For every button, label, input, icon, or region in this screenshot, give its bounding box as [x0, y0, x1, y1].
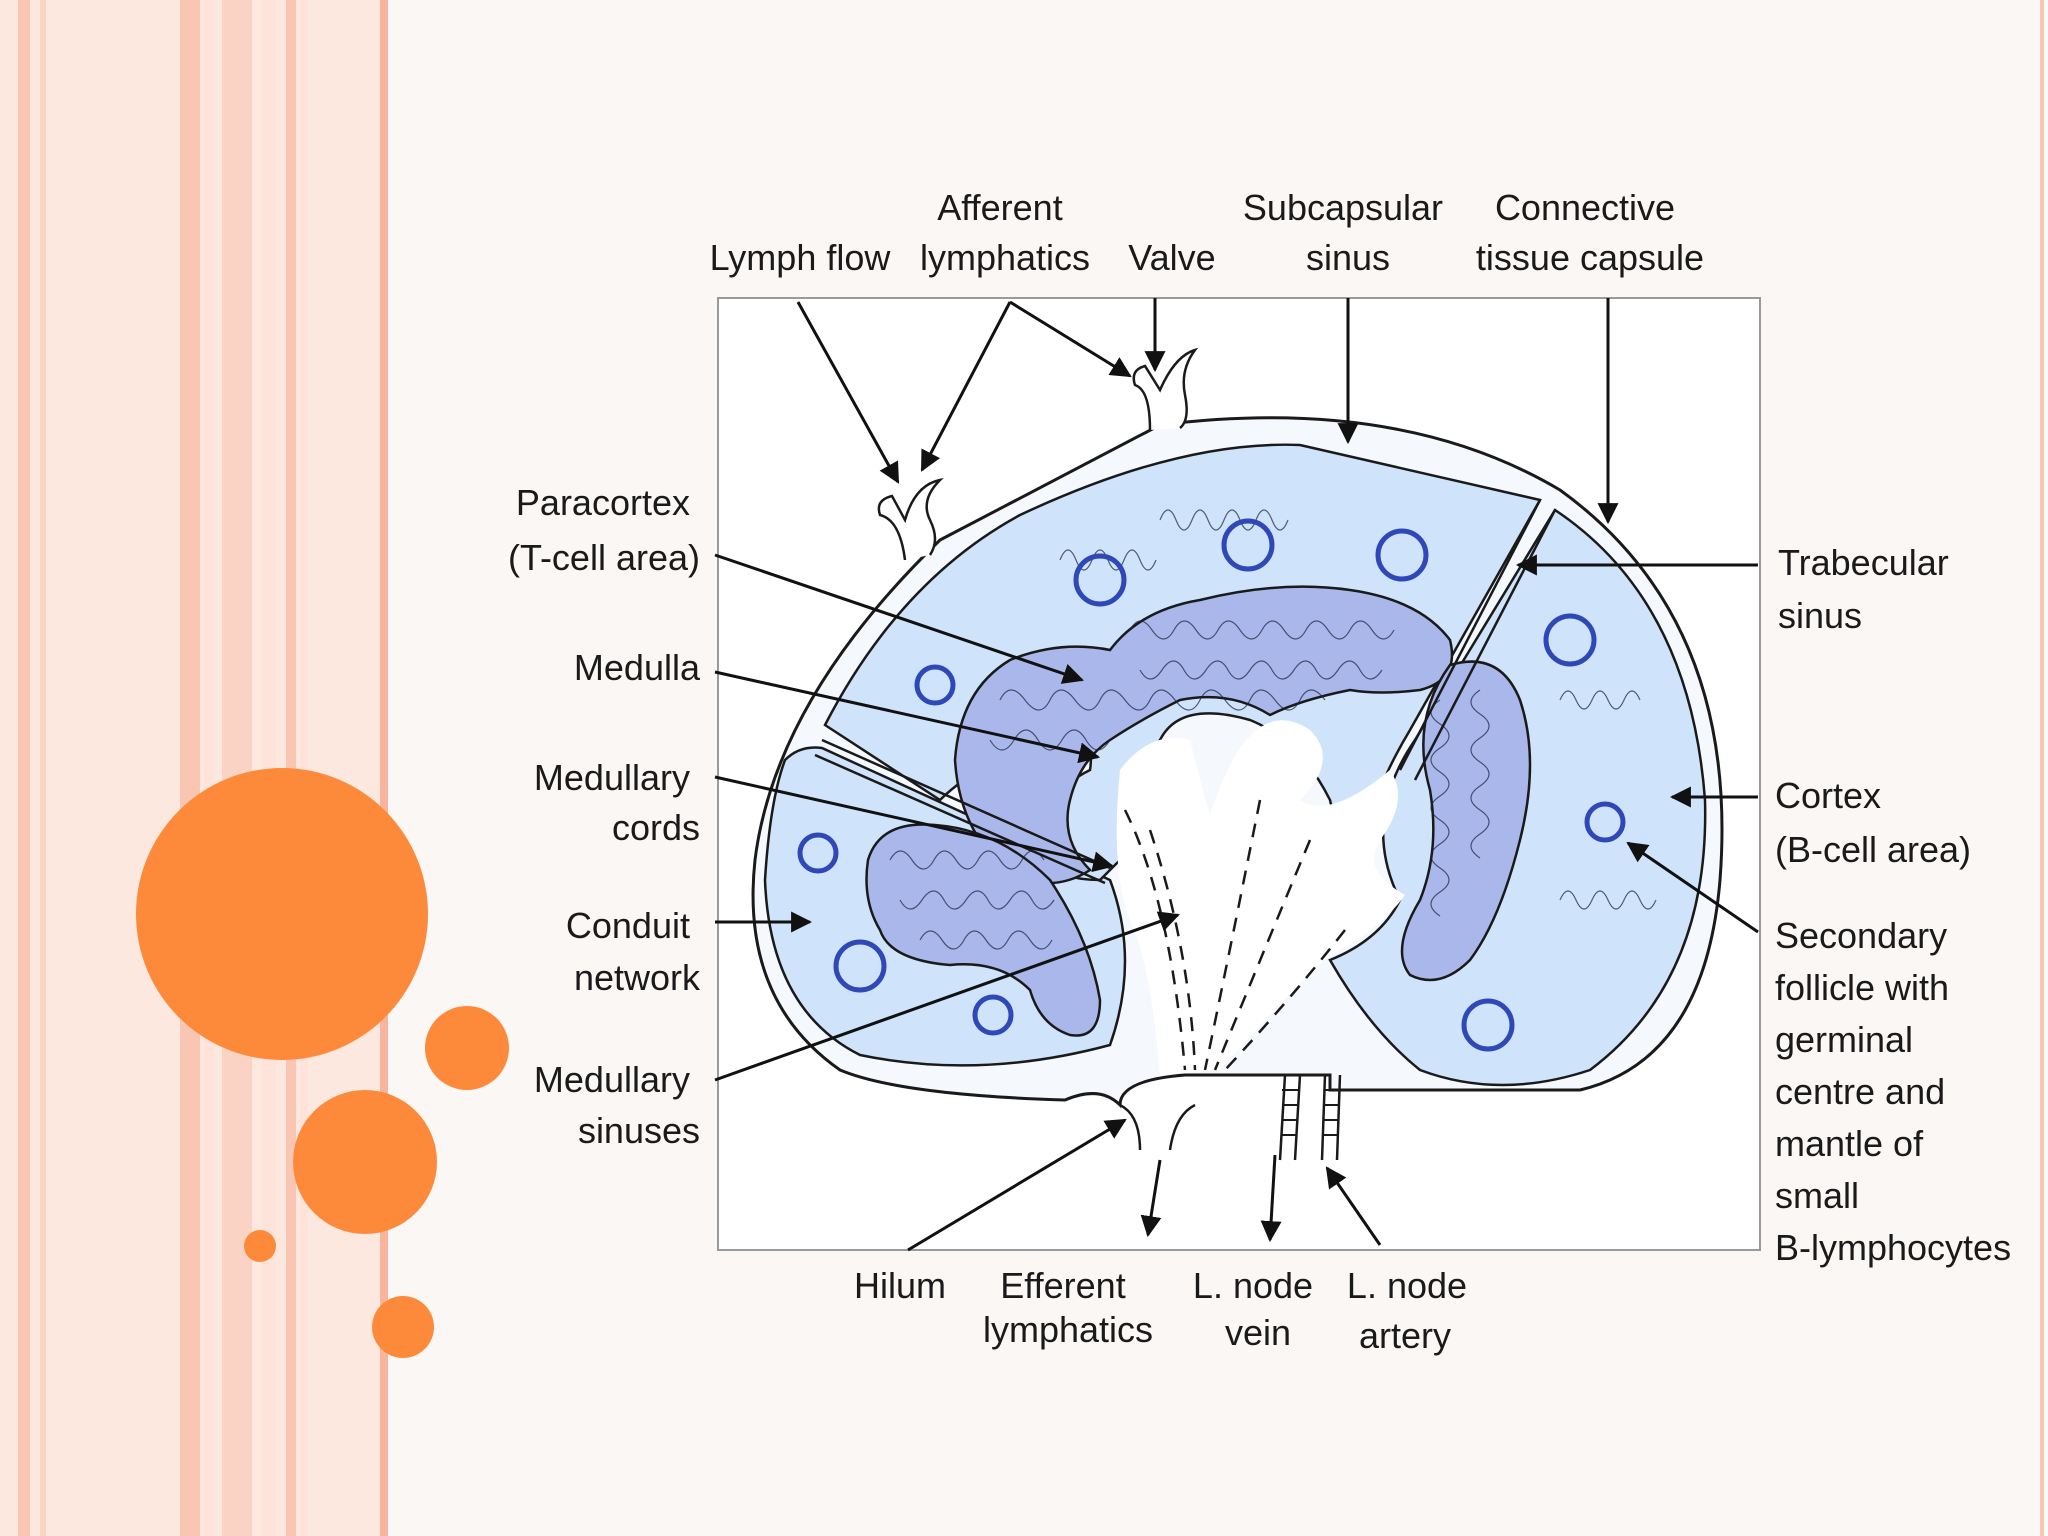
label-subcapsular-sinus: Subcapsular sinus — [1243, 187, 1453, 278]
label-node-artery: L. node artery — [1347, 1265, 1477, 1356]
medullary-dashes — [1123, 799, 1346, 1071]
label-connective-tissue-capsule: Connective tissue capsule — [1476, 187, 1704, 278]
paracortex-left — [865, 823, 1102, 1037]
decorative-circle — [136, 768, 428, 1060]
afferent-vessels — [877, 347, 1199, 561]
leader-arrows — [714, 298, 1759, 1252]
hilum-vessels — [1119, 1074, 1342, 1161]
label-afferent-lymphatics: Afferent lymphatics — [920, 187, 1090, 278]
label-node-vein: L. node vein — [1193, 1265, 1323, 1353]
label-hilum: Hilum — [854, 1265, 946, 1306]
secondary-follicles — [797, 518, 1626, 1052]
decorative-circle — [293, 1090, 437, 1234]
trabecular-sinuses — [814, 499, 1557, 885]
right-edge-stripe — [2040, 0, 2044, 1536]
decorative-circle — [372, 1296, 434, 1358]
label-efferent-lymphatics: Efferent lymphatics — [983, 1265, 1153, 1350]
conduit-network-lines — [889, 509, 1657, 950]
label-medullary-cords: Medullary cords — [534, 757, 700, 848]
label-valve: Valve — [1128, 237, 1215, 278]
vessel-hatching — [1281, 1089, 1339, 1136]
medullary-sinus-region — [1116, 720, 1405, 1075]
label-secondary-follicle: Secondary follicle with germinal centre … — [1775, 915, 2011, 1268]
label-cortex: Cortex (B-cell area) — [1775, 775, 1971, 870]
decorative-circle — [425, 1006, 509, 1090]
label-medullary-sinuses: Medullary sinuses — [534, 1059, 700, 1151]
label-trabecular-sinus: Trabecular sinus — [1778, 542, 1959, 636]
label-medulla: Medulla — [574, 647, 701, 688]
label-paracortex: Paracortex (T-cell area) — [508, 482, 700, 578]
decorative-circle — [244, 1230, 276, 1262]
label-lymph-flow: Lymph flow — [710, 237, 892, 278]
label-conduit-network: Conduit network — [566, 905, 701, 998]
